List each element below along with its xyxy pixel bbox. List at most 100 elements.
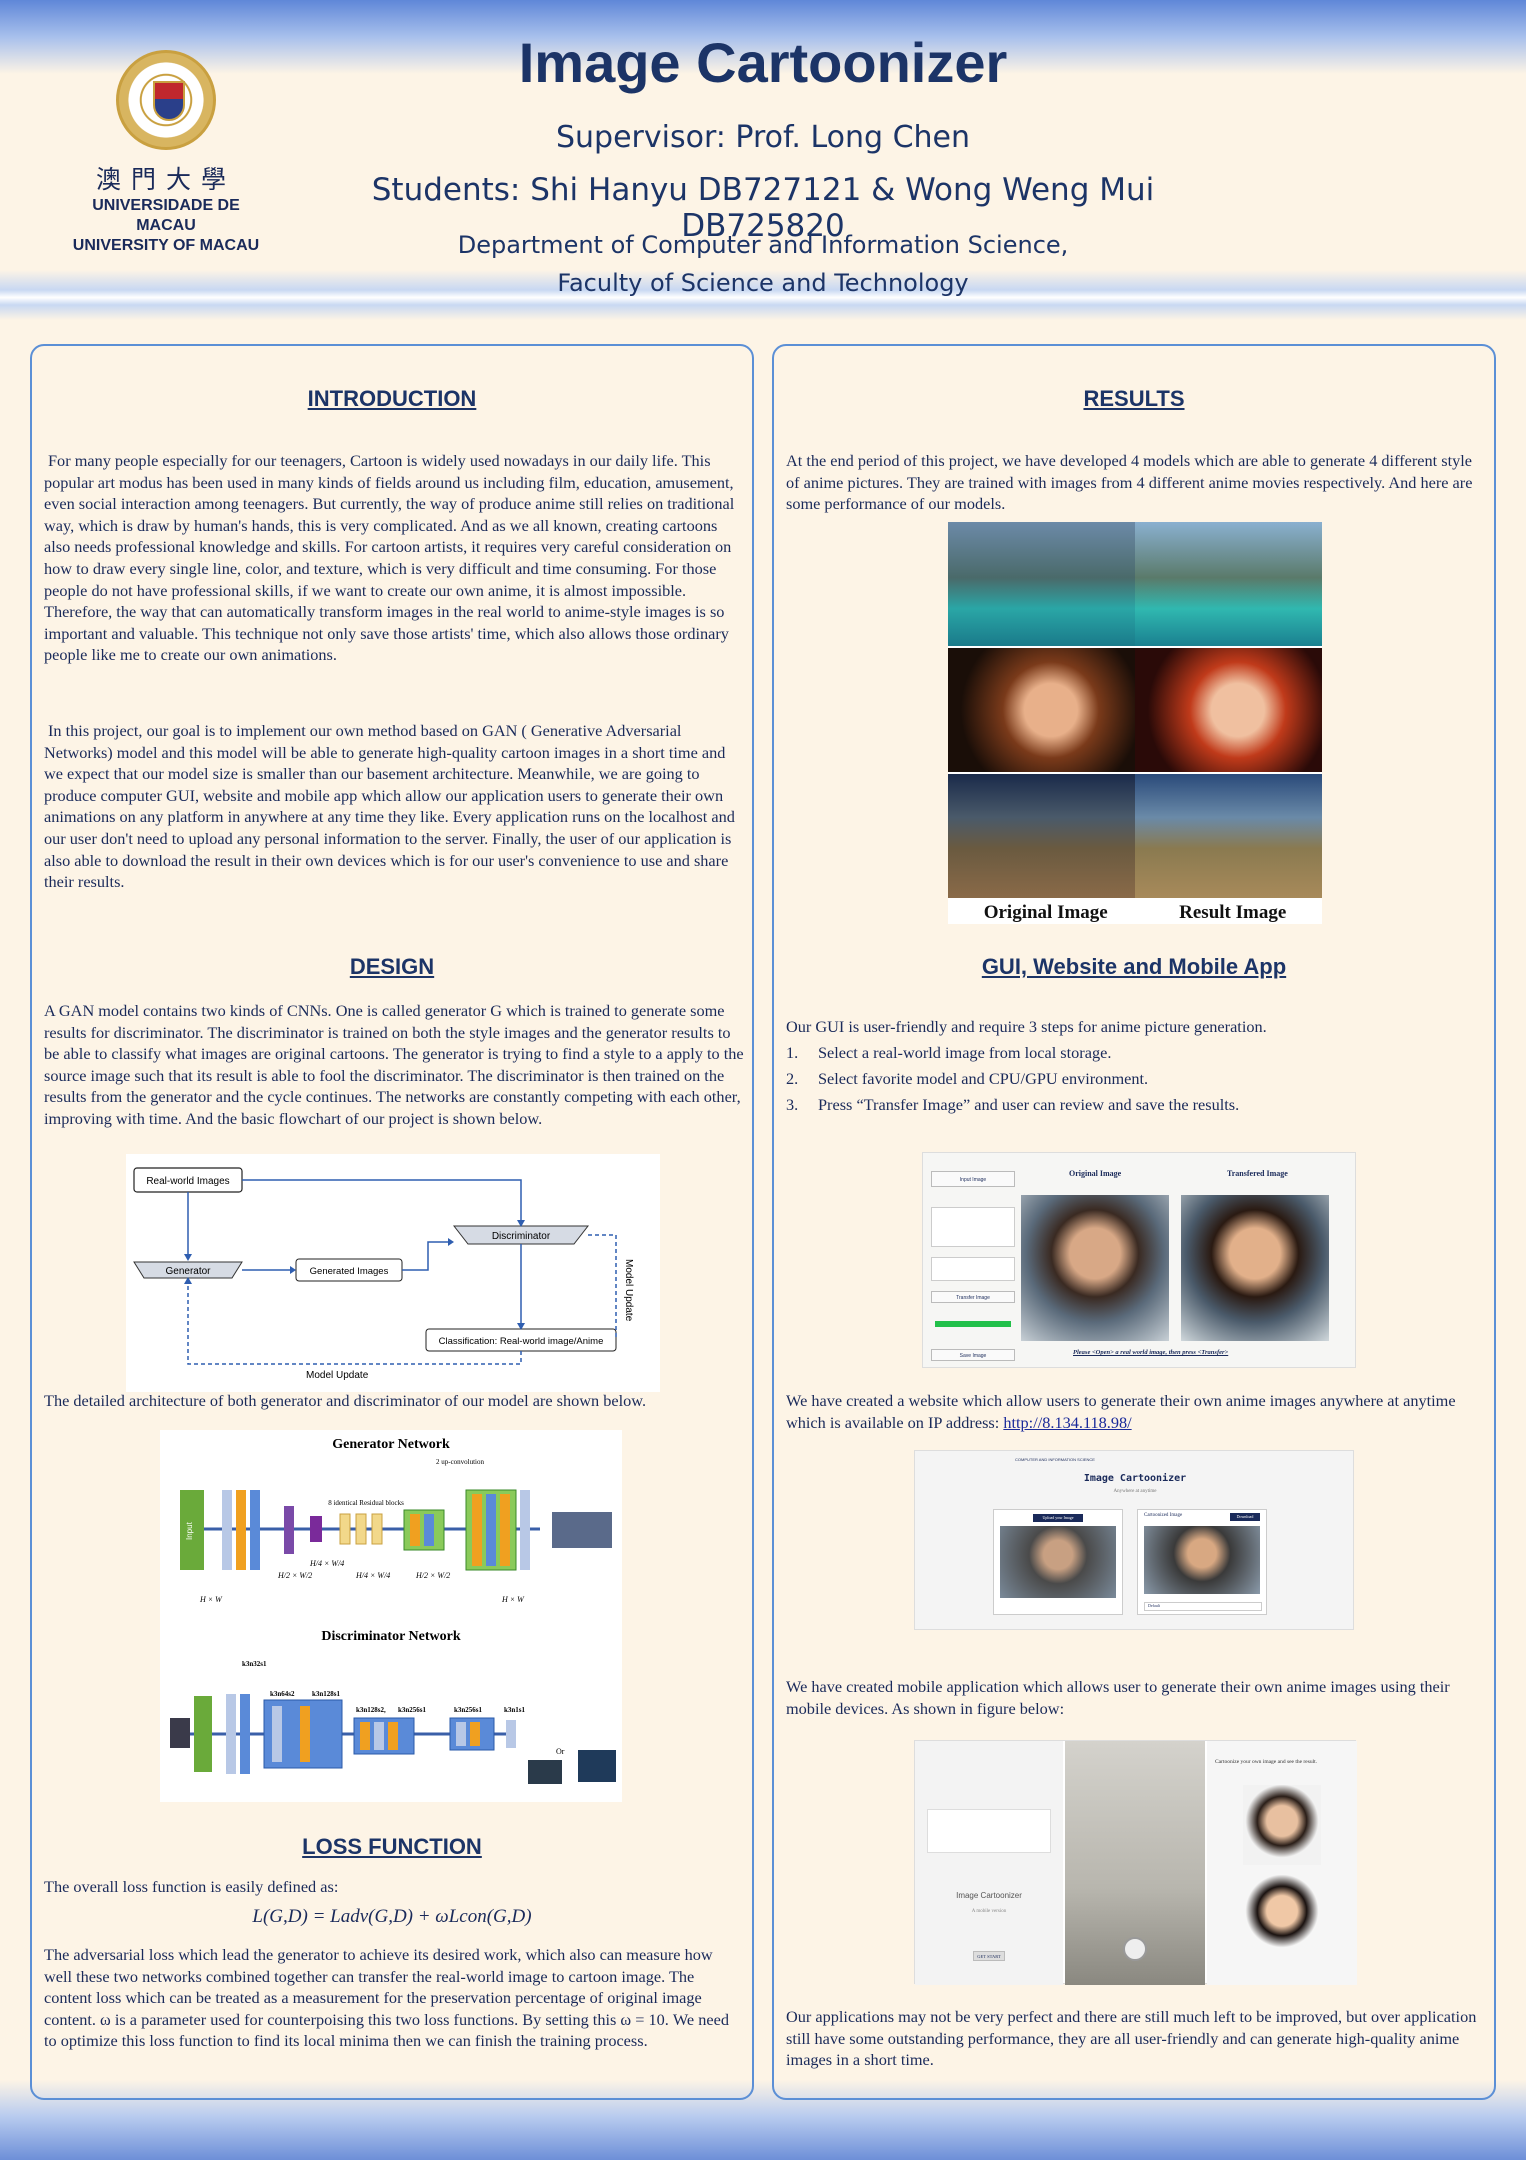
gui-heading: GUI, Website and Mobile App: [981, 954, 1287, 979]
faculty-line: Faculty of Science and Technology: [557, 269, 969, 297]
introduction-paragraph-2: In this project, our goal is to implemen…: [44, 721, 735, 892]
portrait-original-image: [948, 648, 1135, 772]
flow-model-update-right: Model Update: [623, 1259, 634, 1322]
results-paragraph: At the end period of this project, we ha…: [786, 451, 1473, 514]
dim-h4-1: H/4 × W/4: [309, 1559, 344, 1568]
mobile-home-screen: Image Cartoonizer A mobile version GET S…: [915, 1741, 1063, 1985]
gen-input-block: [180, 1490, 204, 1570]
department-block: Department of Computer and Information S…: [300, 226, 1226, 302]
introduction-paragraph-1: For many people especially for our teena…: [44, 451, 735, 665]
dim-h2-2: H/2 × W/2: [415, 1571, 450, 1580]
k3n128s1-label: k3n128s1: [312, 1690, 341, 1698]
gui-progress-bar: [935, 1321, 1011, 1327]
gui-style-selection-panel: [931, 1207, 1015, 1247]
logo-portuguese-name: UNIVERSIDADE DE MACAU: [92, 197, 240, 234]
mobile-cartoon-portrait: [1243, 1875, 1321, 1955]
logo-english-name: UNIVERSITY OF MACAU: [72, 237, 260, 254]
header-divider-band: [0, 270, 1526, 320]
portrait-result-image: [1135, 648, 1322, 772]
website-upload-photo: [1000, 1526, 1116, 1598]
closing-paragraph: Our applications may not be very perfect…: [786, 2007, 1477, 2070]
website-paragraph: We have created a website which allow us…: [786, 1390, 1486, 1433]
gan-flowchart: Real-world Images Generator Generated Im…: [126, 1154, 660, 1392]
disc-or-label: Or: [556, 1747, 565, 1756]
gui-transfer-button: Transfer Image: [931, 1291, 1015, 1303]
design-paragraph-1: A GAN model contains two kinds of CNNs. …: [44, 1001, 744, 1128]
gen-input-label: Input: [185, 1521, 194, 1540]
k3n256s1-label-1: k3n256s1: [398, 1706, 427, 1714]
house-result-image: [1135, 774, 1322, 898]
university-logo: 澳門大學 UNIVERSIDADE DE MACAU UNIVERSITY OF…: [66, 50, 266, 254]
flow-classification: Classification: Real-world image/Anime: [439, 1336, 604, 1347]
mobile-um-logo: [927, 1809, 1051, 1853]
step-text: Press “Transfer Image” and user can revi…: [818, 1095, 1240, 1114]
website-subtitle: Anywhere at anytime: [1113, 1489, 1157, 1494]
introduction-heading: INTRODUCTION: [307, 386, 477, 411]
loss-intro: The overall loss function is easily defi…: [44, 1877, 339, 1896]
website-cartoonized-card: Cartoonized Image Download Default: [1137, 1509, 1267, 1615]
k3n32s1-label: k3n32s1: [242, 1660, 267, 1668]
step-text: Select favorite model and CPU/GPU enviro…: [818, 1069, 1149, 1088]
poster-title: Image Cartoonizer: [518, 31, 1008, 94]
upconv-label: 2 up-convolution: [436, 1458, 485, 1466]
gui-intro: Our GUI is user-friendly and require 3 s…: [786, 1017, 1267, 1036]
house-original-image: [948, 774, 1135, 898]
website-model-select: Default: [1144, 1602, 1262, 1611]
step-number: 1.: [786, 1043, 799, 1062]
mobile-cartoonize-caption: Cartoonize your own image and see the re…: [1215, 1759, 1318, 1765]
results-comparison-figure: Original Image Result Image: [948, 522, 1322, 924]
gui-transfered-image-label: Transfered Image: [1227, 1169, 1288, 1178]
gui-original-image-label: Original Image: [1069, 1169, 1122, 1178]
gui-hint-text: Please <Open> a real world image, then p…: [1073, 1349, 1229, 1356]
disc-output-thumbnail-2: [578, 1750, 616, 1782]
loss-paragraph: The adversarial loss which lead the gene…: [44, 1945, 729, 2051]
discriminator-network-title: Discriminator Network: [321, 1629, 461, 1644]
students-line: Students: Shi Hanyu DB727121 & Wong Weng…: [371, 172, 1155, 244]
step-text: Select a real-world image from local sto…: [818, 1043, 1112, 1062]
gui-mode-panel: [931, 1257, 1015, 1281]
k3n128s2-label: k3n128s2,: [356, 1706, 386, 1714]
dim-h2-1: H/2 × W/2: [277, 1571, 312, 1580]
website-upload-card: Upload your Image: [993, 1509, 1123, 1615]
gui-transfered-portrait: [1181, 1195, 1329, 1341]
supervisor-line: Supervisor: Prof. Long Chen: [555, 120, 971, 155]
gui-input-image-button: Input Image: [931, 1171, 1015, 1187]
mobile-camera-screen: [1065, 1741, 1205, 1985]
camera-shutter-icon: [1123, 1937, 1147, 1961]
step-number: 2.: [786, 1069, 799, 1088]
bottom-gradient-band: [0, 2080, 1526, 2160]
disc-input-thumbnail: [170, 1718, 190, 1748]
website-screenshot: COMPUTER AND INFORMATION SCIENCE Image C…: [914, 1450, 1354, 1630]
website-link[interactable]: http://8.134.118.98/: [1003, 1412, 1132, 1432]
k3n256s1-label-2: k3n256s1: [454, 1706, 483, 1714]
resblocks-label: 8 identical Residual blocks: [328, 1499, 404, 1507]
mobile-screenshot: Image Cartoonizer A mobile version GET S…: [914, 1740, 1357, 1985]
website-cartoon-photo: [1144, 1526, 1260, 1594]
gui-save-image-button: Save Image: [931, 1349, 1015, 1361]
flow-discriminator: Discriminator: [492, 1231, 551, 1242]
website-download-button: Download: [1230, 1513, 1260, 1521]
top-gradient-band: [0, 0, 1526, 74]
flow-real-images: Real-world Images: [146, 1176, 229, 1187]
flow-model-update-bottom: Model Update: [306, 1370, 369, 1381]
original-image-label: Original Image: [983, 902, 1108, 923]
results-heading: RESULTS: [1083, 386, 1185, 411]
lake-original-image: [948, 522, 1135, 646]
gui-step: 2. Select favorite model and CPU/GPU envi…: [786, 1066, 1486, 1092]
mobile-app-title: Image Cartoonizer: [956, 1891, 1022, 1900]
step-number: 3.: [786, 1095, 799, 1114]
website-upload-button: Upload your Image: [1033, 1514, 1083, 1522]
mobile-app-subtitle: A mobile version: [971, 1909, 1007, 1914]
flow-generator: Generator: [165, 1266, 211, 1277]
mobile-original-portrait: [1243, 1785, 1321, 1865]
website-text: We have created a website which allow us…: [786, 1391, 1456, 1432]
university-seal-icon: [116, 50, 216, 150]
flow-generated-images: Generated Images: [310, 1266, 389, 1277]
dim-hw-1: H × W: [199, 1595, 223, 1604]
network-architecture-figure: Generator Network 2 up-convolution 8 ide…: [160, 1430, 622, 1802]
result-image-label: Result Image: [1179, 902, 1287, 923]
dim-h4-2: H/4 × W/4: [355, 1571, 390, 1580]
mobile-get-start-button: GET START: [973, 1951, 1005, 1961]
disc-output-thumbnail-1: [528, 1760, 562, 1784]
generator-network-title: Generator Network: [332, 1437, 450, 1452]
